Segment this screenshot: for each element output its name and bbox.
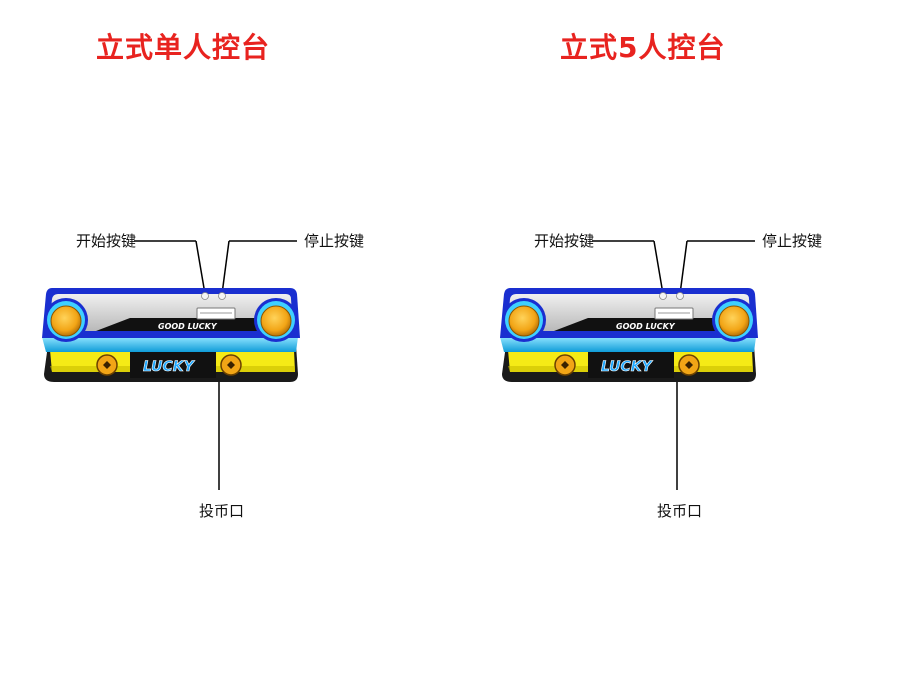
- start-button[interactable]: [659, 292, 667, 300]
- start-leader-diagonal: [653, 240, 664, 295]
- big-button-left[interactable]: [508, 305, 540, 337]
- decal-stripe: [96, 318, 294, 331]
- console-panel-right: GOOD LUCKY LUCKY 开始按键 停止按键 投币口: [458, 0, 916, 688]
- coin-slot-label: 投币口: [657, 502, 703, 520]
- start-button-label: 开始按键: [76, 232, 137, 250]
- start-leader-diagonal: [195, 240, 206, 295]
- start-button-label: 开始按键: [534, 232, 595, 250]
- stop-button[interactable]: [218, 292, 226, 300]
- big-button-right[interactable]: [260, 305, 292, 337]
- big-button-left[interactable]: [50, 305, 82, 337]
- decal-stripe: [554, 318, 752, 331]
- title-five-person-console: 立式5人控台: [560, 31, 726, 64]
- stop-leader-diagonal: [679, 240, 688, 295]
- coin-slot-label: 投币口: [199, 502, 245, 520]
- title-single-console: 立式单人控台: [96, 31, 271, 64]
- start-button[interactable]: [201, 292, 209, 300]
- console-panel-left: GOOD LUCKY LUCKY 开始按键 停止按键 投币口: [0, 0, 458, 688]
- decal-text: GOOD LUCKY: [616, 322, 676, 331]
- cyan-band: [500, 337, 756, 352]
- lucky-logo: LUCKY: [143, 359, 196, 375]
- logo-band: [130, 350, 216, 378]
- stop-leader-diagonal: [221, 240, 230, 295]
- stop-button[interactable]: [676, 292, 684, 300]
- console-illustration: GOOD LUCKY LUCKY: [42, 240, 300, 490]
- cyan-band: [42, 337, 298, 352]
- logo-band: [588, 350, 674, 378]
- decal-text: GOOD LUCKY: [158, 322, 218, 331]
- stop-button-label: 停止按键: [762, 232, 823, 250]
- stop-button-label: 停止按键: [304, 232, 365, 250]
- big-button-right[interactable]: [718, 305, 750, 337]
- lucky-logo: LUCKY: [601, 359, 654, 375]
- console-illustration: GOOD LUCKY LUCKY: [500, 240, 758, 490]
